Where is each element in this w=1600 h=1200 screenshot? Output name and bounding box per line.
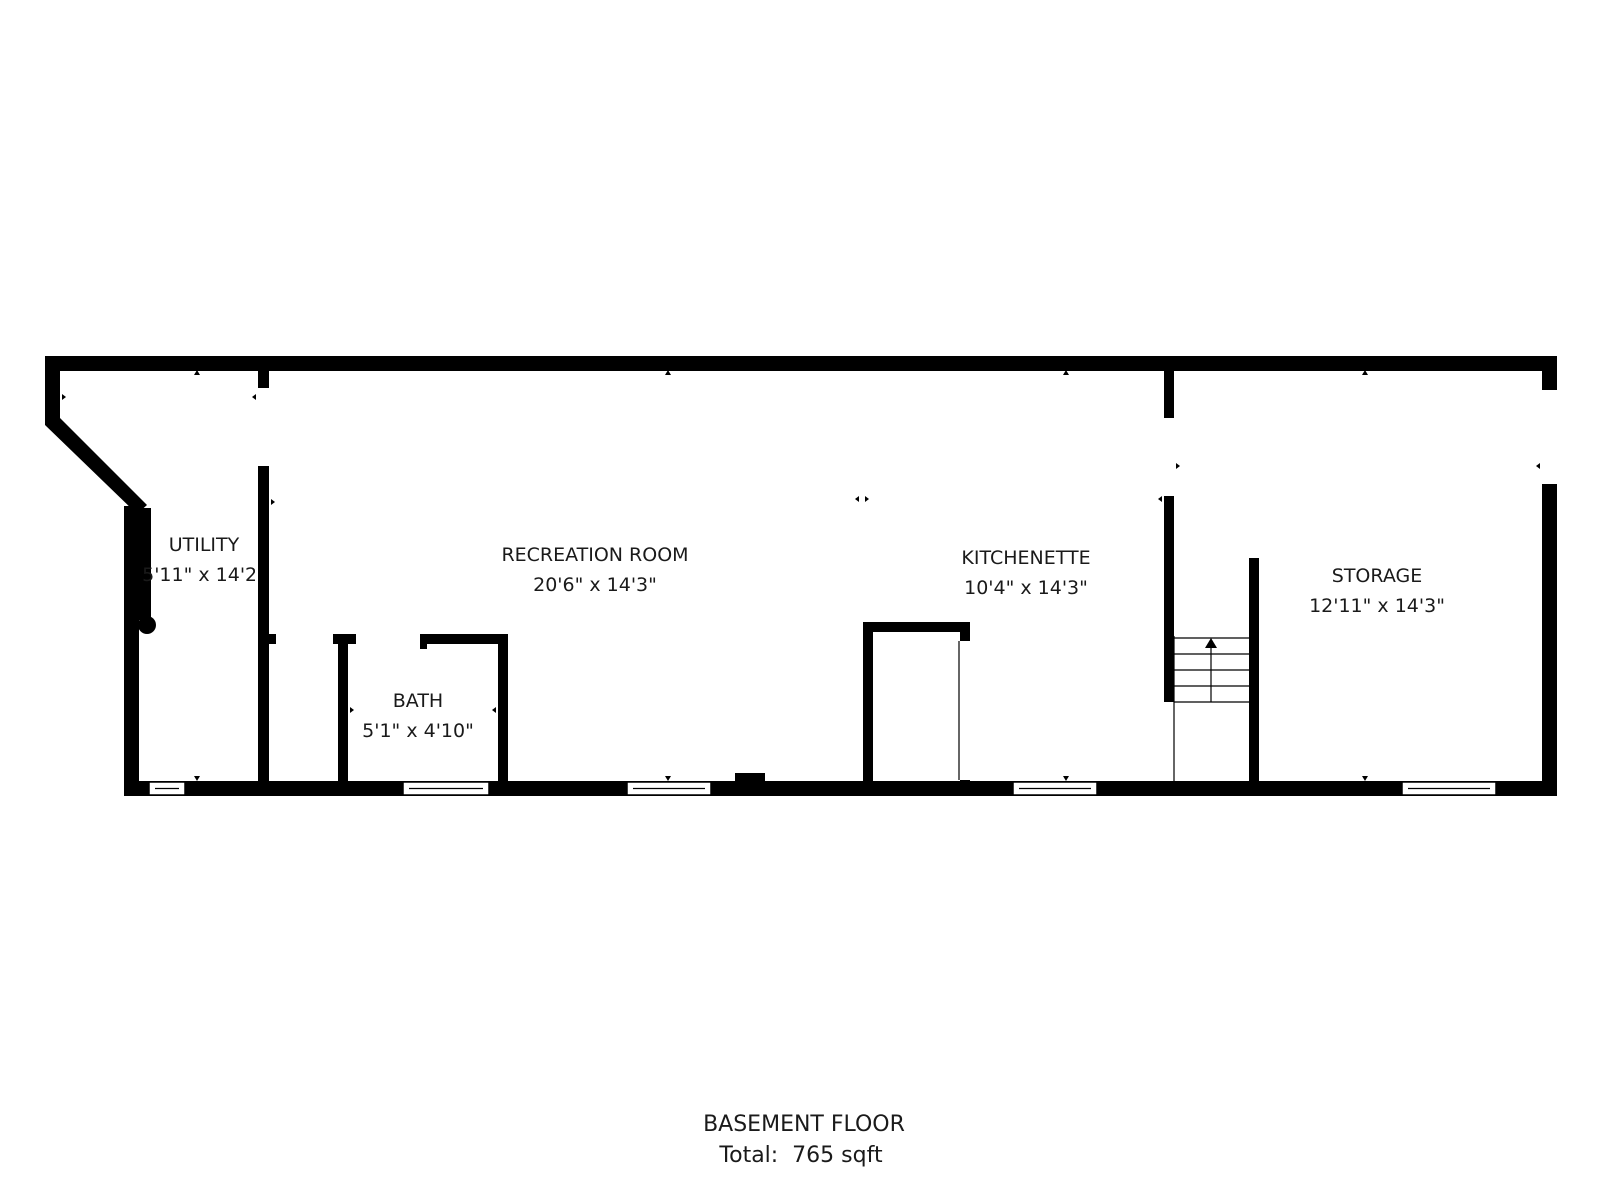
utility-left-wall bbox=[124, 506, 139, 796]
storage-wall-bottom bbox=[1164, 496, 1174, 702]
utility-wall-stub bbox=[258, 634, 276, 644]
room-dimensions: 5'1" x 4'10" bbox=[362, 720, 474, 742]
utility-wall-top bbox=[258, 356, 269, 388]
marker bbox=[1536, 463, 1540, 469]
marker bbox=[350, 707, 354, 713]
closet-left-wall bbox=[863, 622, 873, 796]
measure-markers bbox=[62, 370, 1540, 781]
stair-right-wall bbox=[1249, 558, 1259, 796]
floor-total: Total: 765 sqft bbox=[718, 1143, 883, 1168]
marker bbox=[1063, 370, 1069, 375]
stairs bbox=[1173, 636, 1249, 781]
marker bbox=[855, 496, 859, 502]
right-wall-top bbox=[1542, 356, 1557, 390]
marker bbox=[1362, 776, 1368, 781]
room-recreation-label: RECREATION ROOM 20'6" x 14'3" bbox=[501, 544, 688, 596]
room-bath-label: BATH 5'1" x 4'10" bbox=[362, 690, 474, 742]
room-name: RECREATION ROOM bbox=[501, 544, 688, 566]
floor-caption: BASEMENT FLOOR Total: 765 sqft bbox=[703, 1112, 905, 1168]
bath-top-jamb bbox=[420, 634, 427, 649]
marker bbox=[62, 394, 66, 400]
utility-wall-bottom bbox=[258, 466, 269, 796]
room-dimensions: 12'11" x 14'3" bbox=[1309, 595, 1445, 617]
room-utility-label: UTILITY 5'11" x 14'2" bbox=[142, 534, 266, 586]
stair-arrow-head bbox=[1205, 638, 1217, 648]
window-recreation bbox=[626, 781, 712, 796]
bath-left-wall bbox=[338, 634, 348, 796]
room-name: KITCHENETTE bbox=[961, 547, 1090, 569]
storage-wall-top bbox=[1164, 356, 1174, 418]
room-name: UTILITY bbox=[169, 534, 240, 556]
bottom-wall-notch bbox=[735, 773, 765, 783]
closet-bottom-jamb bbox=[960, 780, 970, 790]
top-wall bbox=[45, 356, 1557, 371]
right-wall-bottom bbox=[1542, 484, 1557, 796]
window-kitchenette bbox=[1012, 781, 1098, 796]
marker bbox=[665, 370, 671, 375]
marker bbox=[194, 776, 200, 781]
window-utility bbox=[148, 781, 186, 796]
bath-top-wall bbox=[420, 634, 506, 644]
room-name: BATH bbox=[393, 690, 443, 712]
marker bbox=[194, 370, 200, 375]
window-bath bbox=[402, 781, 490, 796]
marker bbox=[865, 496, 869, 502]
window-storage bbox=[1401, 781, 1497, 796]
chimney-round bbox=[138, 616, 156, 634]
room-dimensions: 20'6" x 14'3" bbox=[533, 574, 657, 596]
bath-right-wall bbox=[498, 634, 508, 796]
angled-wall bbox=[45, 418, 147, 514]
room-dimensions: 10'4" x 14'3" bbox=[964, 577, 1088, 599]
interior-walls bbox=[258, 356, 1259, 796]
exterior-walls bbox=[45, 356, 1557, 796]
floor-name: BASEMENT FLOOR bbox=[703, 1112, 905, 1137]
closet-top-wall bbox=[863, 622, 970, 632]
room-dimensions: 5'11" x 14'2" bbox=[142, 564, 266, 586]
marker bbox=[665, 776, 671, 781]
closet-right-jamb bbox=[960, 622, 970, 641]
bath-left-cap bbox=[333, 634, 356, 644]
marker bbox=[1362, 370, 1368, 375]
room-storage-label: STORAGE 12'11" x 14'3" bbox=[1309, 565, 1445, 617]
marker bbox=[271, 499, 275, 505]
marker bbox=[1063, 776, 1069, 781]
left-wall-stub bbox=[45, 356, 60, 425]
windows bbox=[148, 781, 1497, 796]
marker bbox=[252, 394, 256, 400]
marker bbox=[1158, 496, 1162, 502]
room-kitchenette-label: KITCHENETTE 10'4" x 14'3" bbox=[961, 547, 1090, 599]
room-name: STORAGE bbox=[1332, 565, 1422, 587]
marker bbox=[1176, 463, 1180, 469]
marker bbox=[492, 707, 496, 713]
chimney-block bbox=[139, 508, 151, 620]
